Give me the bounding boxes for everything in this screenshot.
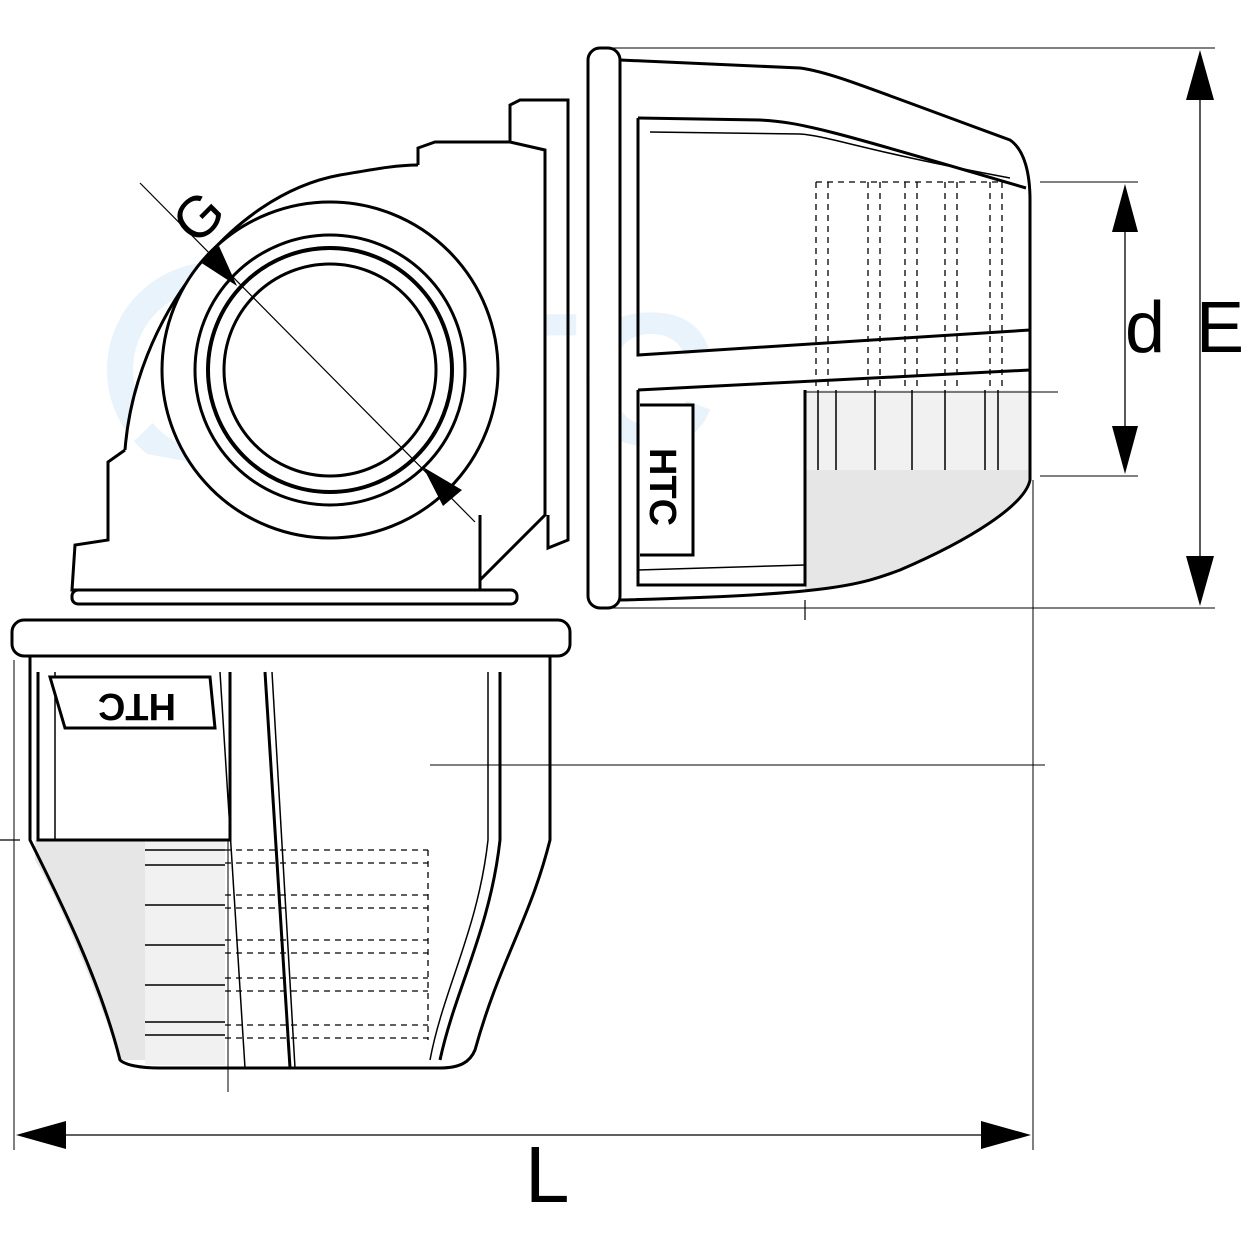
- right-socket-brand: HTC: [641, 448, 683, 526]
- label-d: d: [1125, 288, 1165, 368]
- bottom-socket-brand: HTC: [98, 685, 176, 727]
- label-L: L: [525, 1130, 570, 1219]
- dimension-L: L: [13, 480, 1034, 1219]
- dimension-d: d: [1040, 181, 1165, 477]
- elbow-body: [70, 98, 570, 606]
- bottom-socket: HTC: [0, 618, 1045, 1092]
- label-E: E: [1196, 288, 1244, 368]
- dimension-E: E: [600, 47, 1244, 609]
